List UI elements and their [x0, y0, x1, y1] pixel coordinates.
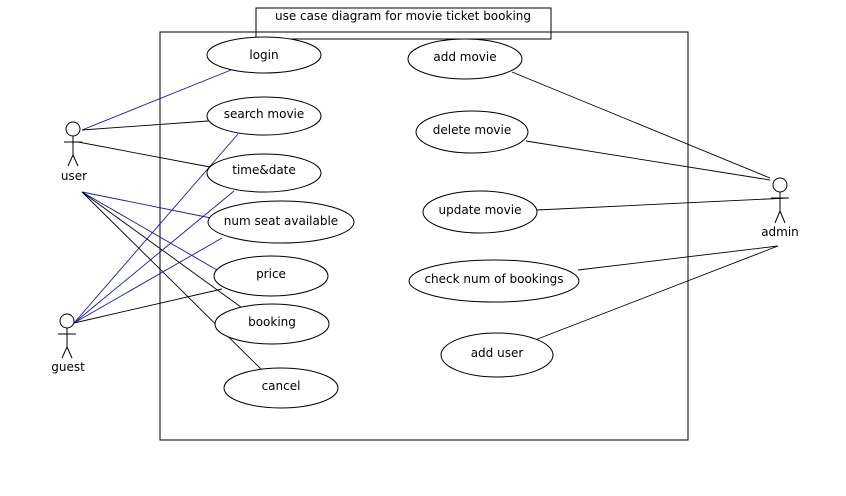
guest-head-icon	[59, 313, 75, 329]
association-user-search-movie	[81, 120, 209, 131]
use-case-add-user-label: add user	[471, 346, 524, 360]
use-case-search-movie[interactable]: search movie	[206, 96, 322, 136]
system-boundary	[159, 31, 689, 441]
use-case-update-movie-label: update movie	[439, 203, 522, 217]
association-guest-num-seat	[73, 237, 223, 324]
actor-admin[interactable]: admin	[761, 177, 799, 239]
actor-guest[interactable]: guest	[51, 313, 85, 374]
use-case-cancel[interactable]: cancel	[223, 367, 339, 409]
actor-guest-label: guest	[51, 360, 85, 374]
association-user-num-seat	[81, 191, 212, 219]
actor-user[interactable]: user	[61, 121, 87, 183]
use-case-price[interactable]: price	[213, 255, 329, 297]
association-user-cancel	[81, 191, 263, 371]
association-user-time-date	[77, 141, 211, 168]
diagram-title-text: use case diagram for movie ticket bookin…	[275, 9, 531, 23]
use-case-login[interactable]: login	[206, 36, 322, 74]
use-case-time-date-label: time&date	[232, 163, 296, 177]
use-case-num-seat-available[interactable]: num seat available	[207, 200, 355, 244]
association-admin-check-bookings	[577, 245, 779, 271]
actor-user-label: user	[61, 169, 87, 183]
association-guest-time-date	[73, 190, 235, 324]
association-user-price	[81, 191, 218, 271]
use-case-time-date[interactable]: time&date	[206, 153, 322, 193]
use-case-login-label: login	[249, 48, 278, 62]
use-case-price-label: price	[256, 267, 286, 281]
association-admin-update-movie	[536, 197, 789, 211]
association-admin-delete-movie	[525, 140, 771, 181]
use-case-update-movie[interactable]: update movie	[422, 190, 538, 234]
diagram-title: use case diagram for movie ticket bookin…	[255, 7, 552, 40]
use-case-add-user[interactable]: add user	[440, 332, 554, 378]
use-case-add-movie[interactable]: add movie	[407, 38, 523, 80]
actor-admin-label: admin	[761, 225, 799, 239]
use-case-booking[interactable]: booking	[214, 303, 330, 345]
admin-head-icon	[772, 177, 788, 193]
association-admin-add-user	[534, 245, 779, 341]
use-case-delete-movie-label: delete movie	[433, 123, 511, 137]
use-case-add-movie-label: add movie	[433, 50, 496, 64]
use-case-num-seat-available-label: num seat available	[224, 214, 338, 228]
association-admin-add-movie	[511, 71, 771, 179]
use-case-check-num-of-bookings-label: check num of bookings	[424, 272, 563, 286]
association-guest-price	[73, 288, 223, 324]
use-case-search-movie-label: search movie	[224, 107, 305, 121]
use-case-booking-label: booking	[248, 315, 296, 329]
use-case-cancel-label: cancel	[262, 379, 301, 393]
user-head-icon	[65, 121, 81, 137]
association-user-login	[81, 69, 232, 131]
use-case-delete-movie[interactable]: delete movie	[415, 110, 529, 154]
use-case-check-num-of-bookings[interactable]: check num of bookings	[408, 259, 580, 303]
